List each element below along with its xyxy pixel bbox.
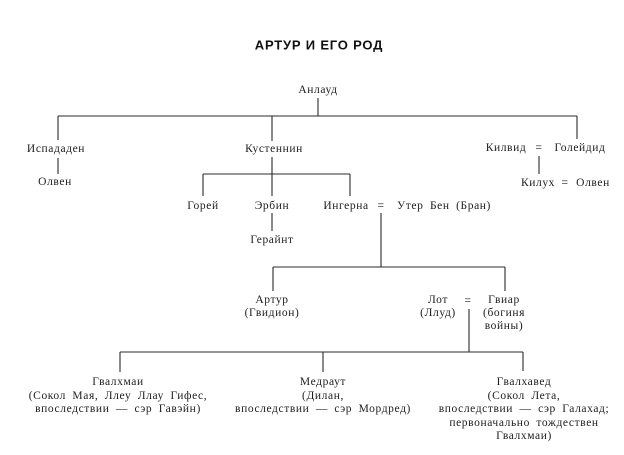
person-erbin: Эрбин: [254, 200, 290, 212]
person-anlaud: Анлауд: [298, 84, 338, 96]
marriage-equals-kilwid-goleudid: =: [535, 142, 543, 154]
person-medraut-note-line2: впоследствии — сэр Мордред): [235, 403, 411, 415]
person-medraut-name: Медраут: [299, 376, 347, 388]
person-gviar-alias-line1: (богиня: [483, 307, 525, 319]
marriage-equals-ingerna-uter: =: [377, 200, 385, 212]
person-olwen-wife: Олвен: [576, 177, 610, 189]
person-artur: Артур (Гвидион): [245, 294, 300, 320]
person-ingerna: Ингерна: [323, 200, 369, 212]
person-gvalkhaved-note-line2: впоследствии — сэр Галахад;: [438, 403, 610, 415]
person-lot-name: Лот: [428, 294, 448, 306]
person-olwen-daughter: Олвен: [38, 176, 72, 188]
person-goleudid: Голейдид: [554, 142, 606, 154]
person-lot: Лот (Ллуд): [420, 294, 456, 320]
person-uter-ben: Утер Бен (Бран): [397, 200, 491, 212]
marriage-equals-kilukh-olwen: =: [561, 177, 569, 189]
person-gvalkhmai-note-line2: впоследствии — сэр Гавэйн): [35, 403, 201, 415]
person-artur-name: Артур: [255, 294, 289, 306]
person-gorei: Горей: [187, 200, 219, 212]
person-kilukh: Килух: [520, 177, 556, 189]
person-gvalkhaved-note-line3: первоначально тождествен: [449, 416, 599, 429]
person-gvalkhaved-note-line1: (Сокол Лета,: [487, 389, 561, 402]
person-medraut: Медраут (Дилан, впоследствии — сэр Мордр…: [235, 376, 411, 417]
person-medraut-note-line1: (Дилан,: [302, 389, 344, 402]
person-gviar-name: Гвиар: [488, 294, 520, 306]
person-geraint: Герайнт: [250, 234, 294, 246]
person-gvalkhaved: Гвалхавед (Сокол Лета, впоследствии — сэ…: [439, 376, 610, 444]
person-gviar: Гвиар (богиня войны): [483, 294, 525, 333]
person-gvalkhmai-name: Гвалхмаи: [92, 376, 144, 388]
person-ispadaden: Испададен: [26, 143, 86, 155]
marriage-equals-lot-gviar: =: [464, 295, 472, 307]
person-gviar-alias-line2: войны): [484, 320, 524, 332]
person-gvalkhaved-name: Гвалхавед: [496, 376, 552, 388]
person-kustennin: Кустеннин: [245, 143, 303, 155]
person-gvalkhaved-note-line4: Гвалхмаи): [496, 430, 552, 442]
person-gvalkhmai-note-line1: (Сокол Мая, Ллеу Ллау Гифес,: [28, 389, 208, 402]
person-artur-alias: (Гвидион): [244, 307, 300, 319]
page-title: АРТУР И ЕГО РОД: [254, 37, 384, 53]
person-kilwid: Килвид: [485, 142, 527, 154]
person-lot-alias: (Ллуд): [420, 307, 456, 319]
person-gvalkhmai: Гвалхмаи (Сокол Мая, Ллеу Ллау Гифес, вп…: [29, 376, 208, 417]
